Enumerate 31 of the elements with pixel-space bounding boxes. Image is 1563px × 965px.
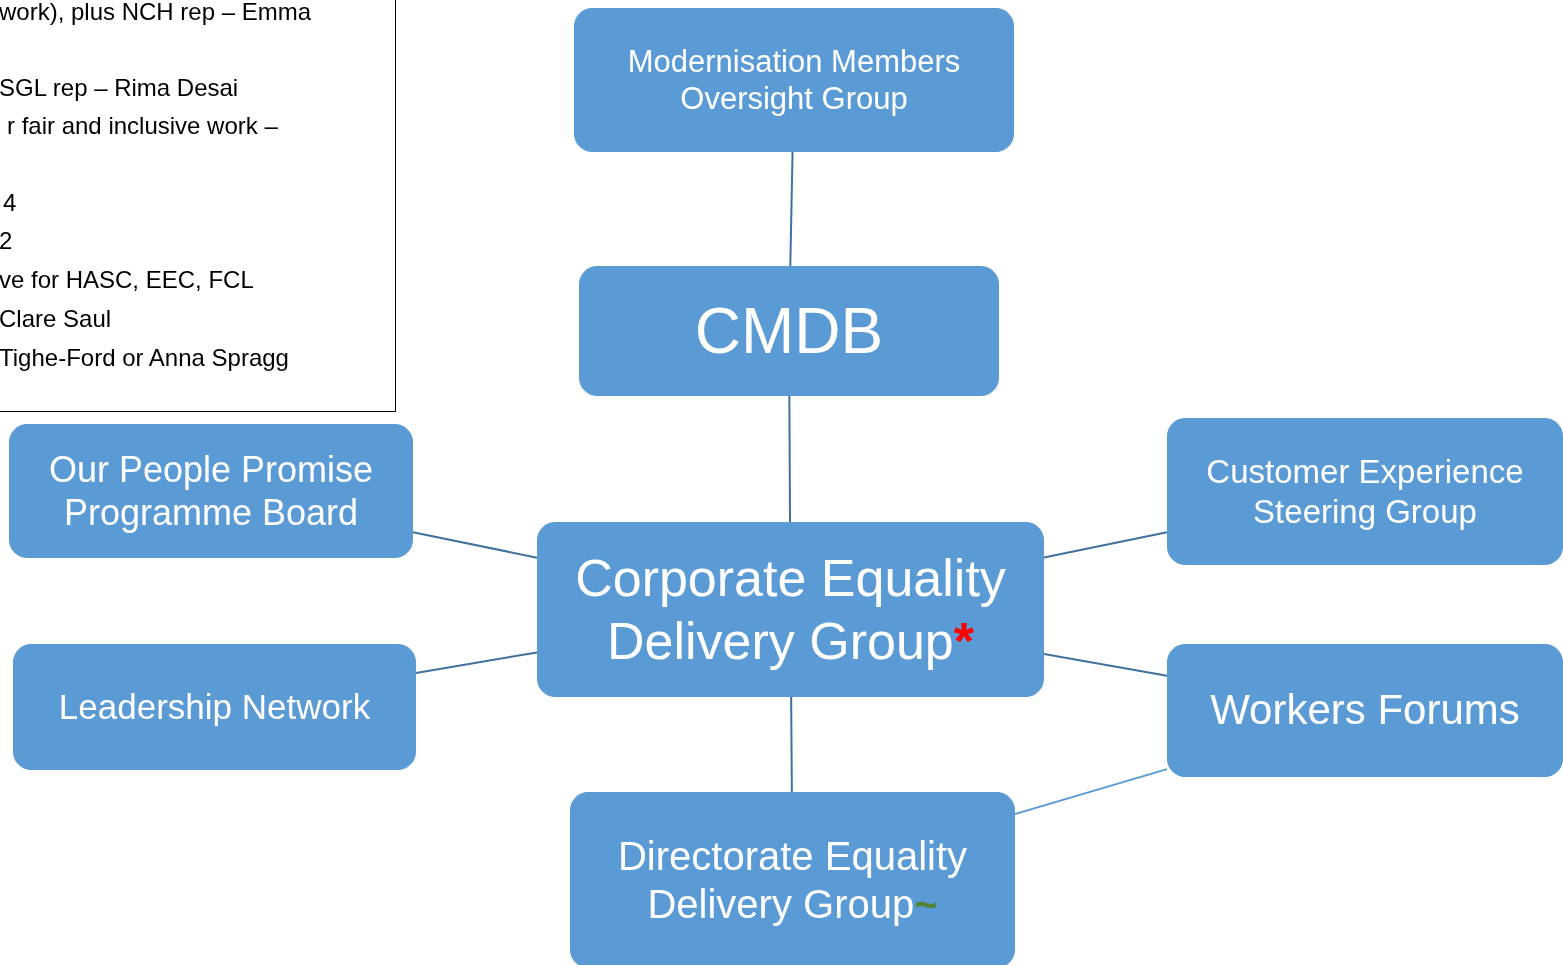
connector-line xyxy=(415,651,538,674)
note-box xyxy=(0,0,396,412)
note-text: Tighe-Ford or Anna Spragg xyxy=(0,346,289,370)
box-label: CMDB xyxy=(693,293,885,369)
group-box xyxy=(537,522,1044,697)
group-box xyxy=(579,266,999,396)
box-label: Workers Forums xyxy=(1209,685,1521,736)
box-label: Customer Experience Steering Group xyxy=(1205,451,1525,532)
group-box xyxy=(574,8,1014,152)
connector-line xyxy=(1043,531,1168,559)
group-box xyxy=(570,792,1015,965)
connector-line xyxy=(412,531,538,559)
note-text: 2 xyxy=(0,229,13,253)
box-label: Corporate Equality Delivery Group* xyxy=(574,548,1007,672)
group-box xyxy=(1167,418,1563,565)
connector-line xyxy=(1014,768,1168,816)
group-box xyxy=(9,424,413,558)
note-text: Clare Saul xyxy=(0,307,112,331)
connector-line xyxy=(790,696,793,793)
connector-line xyxy=(789,151,794,267)
box-label: Leadership Network xyxy=(57,686,372,728)
box-label: Directorate Equality Delivery Group~ xyxy=(616,833,968,928)
group-box xyxy=(13,644,416,770)
connector-line xyxy=(1043,653,1168,677)
group-box xyxy=(1167,644,1563,777)
note-text: r fair and inclusive work – xyxy=(7,114,278,138)
box-label: Our People Promise Programme Board xyxy=(47,447,375,535)
box-label: Modernisation Members Oversight Group xyxy=(626,42,962,118)
note-text: SGL rep – Rima Desai xyxy=(0,76,239,100)
note-text: 4 xyxy=(3,191,17,215)
connector-line xyxy=(788,395,792,523)
